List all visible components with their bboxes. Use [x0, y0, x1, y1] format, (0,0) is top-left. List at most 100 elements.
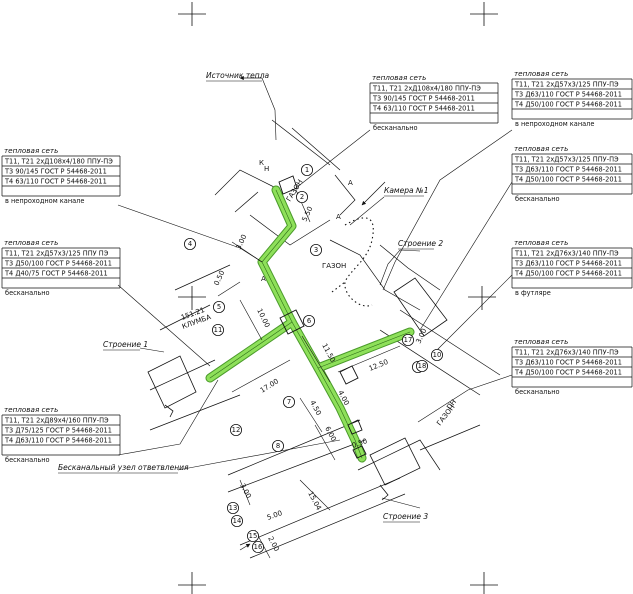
callout-c3: тепловая сеть Т11, Т21 2хД108х4/180 ППУ-… [1, 146, 121, 205]
callout-c5-line-2: Т3 Д50/100 ГОСТ Р 54468-2011 [4, 260, 112, 268]
callout-c5-line-3: Т4 Д40/75 ГОСТ Р 54468-2011 [4, 270, 108, 278]
marker-11: 11 [211, 323, 224, 336]
building-3-label: Строение 3 [383, 512, 428, 521]
dim-8: 3.00 [415, 327, 429, 345]
svg-text:2: 2 [300, 193, 304, 201]
callout-c1-line-1: Т11, Т21 2хД108х4/180 ППУ-ПЭ [372, 85, 481, 93]
svg-text:8: 8 [276, 442, 280, 450]
site-labels: Источник тепла Камера №1 Строение 2 Стро… [58, 71, 458, 523]
callout-c8-line-3: Т4 Д63/110 ГОСТ Р 54468-2011 [4, 437, 112, 445]
marker-14: 14 [230, 515, 243, 528]
section-a-label-2: А [261, 275, 266, 283]
dim-1: 5.50 [301, 205, 315, 223]
callout-c4-line-3: Т4 Д50/100 ГОСТ Р 54468-2011 [514, 176, 622, 184]
svg-text:16: 16 [254, 543, 263, 551]
dim-12: 3.00 [238, 482, 252, 500]
svg-text:10: 10 [433, 351, 442, 359]
site-boundaries [149, 119, 501, 559]
marker-10: 10 [430, 348, 443, 361]
callout-c8-note: бесканально [5, 456, 50, 464]
marker-7: 7 [282, 395, 295, 408]
callout-c6-title: тепловая сеть [514, 238, 568, 247]
callout-c1: тепловая сеть Т11, Т21 2хД108х4/180 ППУ-… [369, 73, 499, 132]
dim-11: 15.04 [306, 490, 323, 512]
callout-c7-line-1: Т11, Т21 2хД76х3/140 ППУ-ПЭ [514, 349, 619, 357]
callout-c8-line-2: Т3 Д75/125 ГОСТ Р 54468-2011 [4, 427, 112, 435]
callout-c6-note: в футляре [515, 289, 551, 297]
callout-c4-line-1: Т11, Т21 2хД57х3/125 ППУ-ПЭ [514, 156, 619, 164]
callout-c3-line-2: Т3 90/145 ГОСТ Р 54468-2011 [4, 168, 107, 176]
node-markers: 1 2 3 4 5 6 7 8 9 10 11 12 13 14 15 16 1… [183, 163, 443, 554]
callout-c1-note: бесканально [373, 124, 418, 132]
chamber-label: Камера №1 [384, 186, 429, 195]
marker-15: 15 [246, 530, 259, 543]
callout-c4-note: бесканально [515, 195, 560, 203]
callout-c2-line-3: Т4 Д50/100 ГОСТ Р 54468-2011 [514, 101, 622, 109]
callout-c1-line-2: Т3 90/145 ГОСТ Р 54468-2011 [372, 95, 475, 103]
dimension-lines [217, 189, 401, 559]
callout-c2-note: в непроходном канале [515, 120, 594, 128]
svg-text:17: 17 [404, 336, 413, 344]
callout-c6-line-1: Т11, Т21 2хД76х3/140 ППУ-ПЭ [514, 250, 619, 258]
svg-text:12: 12 [232, 426, 241, 434]
callout-c6-line-2: Т3 Д63/110 ГОСТ Р 54468-2011 [514, 260, 622, 268]
callout-c8-line-1: Т11, Т21 2хД89х4/160 ППУ-ПЭ [4, 417, 109, 425]
marker-8: 8 [271, 439, 284, 452]
svg-text:14: 14 [233, 517, 242, 525]
callout-c3-title: тепловая сеть [4, 146, 58, 155]
callout-c7-line-2: Т3 Д63/110 ГОСТ Р 54468-2011 [514, 359, 622, 367]
building-3 [369, 437, 421, 501]
marker-2: 2 [295, 190, 308, 203]
node-label: Бесканальный узел ответвления [58, 463, 189, 472]
marker-5: 5 [212, 300, 225, 313]
callout-c1-title: тепловая сеть [372, 73, 426, 82]
lawn-label-1: ГАЗОН [322, 262, 346, 270]
marker-13: 13 [226, 501, 239, 514]
building-2 [393, 277, 448, 337]
callout-c6: тепловая сеть Т11, Т21 2хД76х3/140 ППУ-П… [511, 238, 633, 297]
marker-18: 18 [415, 359, 428, 372]
svg-text:11: 11 [214, 326, 223, 334]
dim-5: 17.00 [259, 377, 280, 394]
callout-c4-title: тепловая сеть [514, 144, 568, 153]
marker-1: 1 [300, 163, 313, 176]
callout-c2: тепловая сеть Т11, Т21 2хД57х3/125 ППУ-П… [511, 69, 633, 128]
dim-16: 5.00 [266, 509, 283, 522]
callout-c5-note: бесканально [5, 289, 50, 297]
callout-c7-note: бесканально [515, 388, 560, 396]
callout-c1-line-3: Т4 63/110 ГОСТ Р 54468-2011 [372, 105, 475, 113]
marker-16: 16 [251, 541, 264, 554]
building-1-label: Строение 1 [103, 340, 148, 349]
heat-pipes [205, 185, 415, 463]
heat-source-label: Источник тепла [206, 71, 269, 80]
dim-4: 10.00 [255, 307, 271, 329]
marker-12: 12 [229, 423, 242, 436]
svg-text:3: 3 [314, 246, 318, 254]
marker-3: 3 [309, 243, 322, 256]
dim-10: 6.00 [323, 425, 337, 443]
svg-text:1: 1 [305, 166, 309, 174]
callout-c5-title: тепловая сеть [4, 238, 58, 247]
section-a-label-1: А [336, 213, 341, 221]
callout-c7-title: тепловая сеть [514, 337, 568, 346]
svg-text:7: 7 [287, 398, 291, 406]
callout-c4-line-2: Т3 Д63/110 ГОСТ Р 54468-2011 [514, 166, 622, 174]
crop-marks [178, 2, 498, 594]
svg-text:15: 15 [249, 532, 258, 540]
callout-c3-line-3: Т4 63/110 ГОСТ Р 54468-2011 [4, 178, 107, 186]
callout-c5-line-1: Т11, Т21 2хД57х3/125 ППУ ПЭ [4, 250, 109, 258]
callout-c6-line-3: Т4 Д50/100 ГОСТ Р 54468-2011 [514, 270, 622, 278]
callout-c3-line-1: Т11, Т21 2хД108х4/180 ППУ-ПЭ [4, 158, 113, 166]
callout-c7-line-3: Т4 Д50/100 ГОСТ Р 54468-2011 [514, 369, 622, 377]
kn-label-n: Н [264, 165, 269, 173]
marker-6: 6 [302, 314, 315, 327]
dim-2: 3.00 [235, 233, 249, 251]
callout-c5: тепловая сеть Т11, Т21 2хД57х3/125 ППУ П… [1, 238, 121, 297]
marker-4: 4 [183, 237, 196, 250]
kn-label-k: К [259, 159, 264, 167]
callout-c2-title: тепловая сеть [514, 69, 568, 78]
svg-text:4: 4 [188, 240, 192, 248]
leader-lines [117, 77, 513, 509]
callout-c2-line-2: Т3 Д63/110 ГОСТ Р 54468-2011 [514, 91, 622, 99]
